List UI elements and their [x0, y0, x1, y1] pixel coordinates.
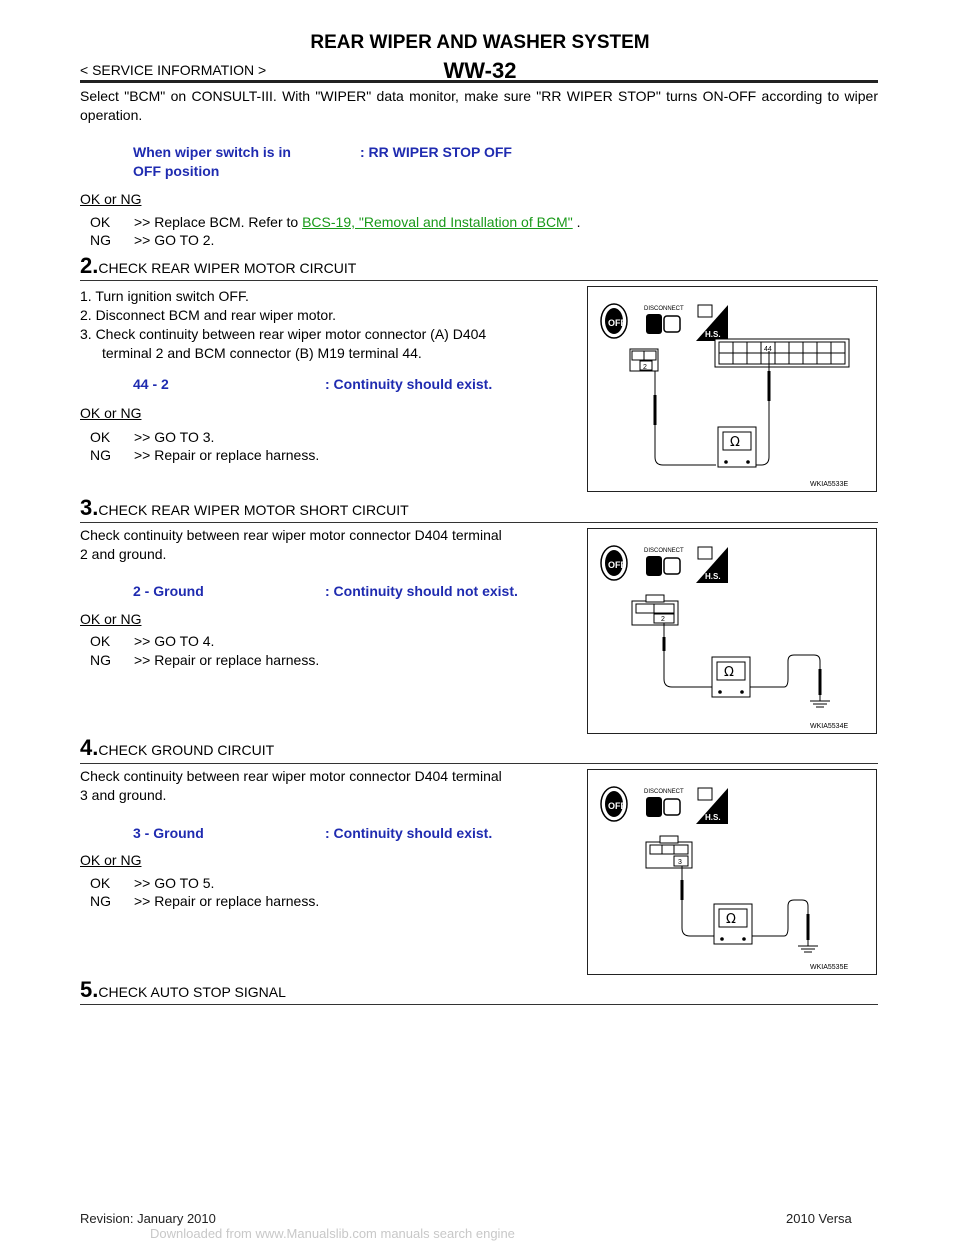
step2-ok-ng: OK or NG: [80, 405, 142, 421]
step4-ok-option: OK>> GO TO 5.: [90, 875, 215, 891]
section-breadcrumb: < SERVICE INFORMATION >: [80, 62, 267, 78]
step3-spec-value: : Continuity should not exist.: [325, 583, 518, 599]
step1-ok-option: OK>> Replace BCM. Refer to BCS-19, "Remo…: [90, 214, 581, 230]
ground-icon: [798, 945, 818, 953]
disconnect-label: DISCONNECT: [644, 306, 684, 312]
revision-date: Revision: January 2010: [80, 1211, 216, 1226]
probe-wires: [680, 866, 810, 946]
step2-heading: 2.CHECK REAR WIPER MOTOR CIRCUIT: [80, 253, 357, 278]
probe-wires: [662, 623, 822, 701]
ohmmeter-icon: Ω: [717, 426, 757, 468]
svg-text:2: 2: [661, 616, 665, 623]
harness-service-icon: H.S.: [696, 787, 728, 824]
svg-text:44: 44: [764, 346, 772, 353]
svg-text:2: 2: [643, 364, 647, 371]
wiring-figure-3: OFF DISCONNECT H.S. 3: [587, 769, 877, 975]
svg-text:OFF: OFF: [608, 318, 626, 328]
wiring-figure-1: OFF DISCONNECT H.S. A B 2: [587, 286, 877, 492]
step5-heading: 5.CHECK AUTO STOP SIGNAL: [80, 977, 286, 1002]
svg-text:OFF: OFF: [608, 801, 626, 811]
ignition-off-icon: OFF: [600, 545, 628, 581]
svg-text:Ω: Ω: [726, 912, 736, 927]
intro-spec-value: : RR WIPER STOP OFF: [360, 144, 512, 160]
step2-spec-value: : Continuity should exist.: [325, 376, 493, 392]
page-title: REAR WIPER AND WASHER SYSTEM: [310, 32, 650, 53]
step4-spec-label: 3 - Ground: [133, 825, 204, 841]
step4-heading: 4.CHECK GROUND CIRCUIT: [80, 735, 275, 760]
step3-text: Check continuity between rear wiper moto…: [80, 527, 502, 562]
page-number: WW-32: [443, 58, 517, 83]
model-year: 2010 Versa: [786, 1211, 852, 1226]
svg-text:Ω: Ω: [724, 665, 734, 680]
watermark: Downloaded from www.Manualslib.com manua…: [150, 1226, 515, 1241]
ohmmeter-icon: Ω: [713, 903, 753, 945]
svg-text:OFF: OFF: [608, 560, 626, 570]
step3-ok-ng: OK or NG: [80, 611, 142, 627]
connector: 3: [645, 835, 693, 869]
step3-ng-option: NG>> Repair or replace harness.: [90, 652, 320, 668]
step2-list: 1. Turn ignition switch OFF. 2. Disconne…: [80, 288, 487, 361]
step2-rule: [80, 280, 878, 281]
connector: 2: [631, 594, 679, 626]
step2-spec-label: 44 - 2: [133, 376, 169, 392]
harness-service-icon: H.S.: [696, 546, 728, 583]
ground-icon: [810, 700, 830, 708]
step3-rule: [80, 522, 878, 523]
disconnect-icon: [646, 314, 681, 334]
connector-a: 2: [629, 348, 659, 372]
step3-spec-label: 2 - Ground: [133, 583, 204, 599]
ignition-off-icon: OFF: [600, 303, 628, 339]
ohmmeter-icon: Ω: [711, 656, 751, 698]
connector-b: 44: [714, 338, 850, 368]
header-rule: [80, 80, 878, 83]
step3-heading: 3.CHECK REAR WIPER MOTOR SHORT CIRCUIT: [80, 495, 409, 520]
svg-text:Ω: Ω: [730, 435, 740, 450]
step4-rule: [80, 763, 878, 764]
disconnect-icon: [646, 556, 681, 576]
disconnect-label: DISCONNECT: [644, 548, 684, 554]
step4-spec-value: : Continuity should exist.: [325, 825, 493, 841]
wiring-figure-2: OFF DISCONNECT H.S. 2: [587, 528, 877, 734]
disconnect-icon: [646, 797, 681, 817]
figure-code: WKIA5534E: [810, 723, 848, 730]
figure-code: WKIA5533E: [810, 481, 848, 488]
step4-ng-option: NG>> Repair or replace harness.: [90, 893, 320, 909]
intro-text: Select "BCM" on CONSULT-III. With "WIPER…: [80, 88, 878, 123]
harness-service-icon: H.S.: [696, 304, 728, 341]
svg-text:H.S.: H.S.: [705, 330, 721, 339]
svg-text:H.S.: H.S.: [705, 813, 721, 822]
disconnect-label: DISCONNECT: [644, 789, 684, 795]
step1-ok-ng: OK or NG: [80, 191, 142, 207]
step5-rule: [80, 1004, 878, 1005]
intro-spec-label: When wiper switch is in OFF position: [133, 144, 291, 179]
svg-text:H.S.: H.S.: [705, 572, 721, 581]
bcm-removal-link[interactable]: BCS-19, "Removal and Installation of BCM…: [302, 214, 573, 230]
figure-code: WKIA5535E: [810, 964, 848, 971]
step4-text: Check continuity between rear wiper moto…: [80, 768, 502, 803]
step3-ok-option: OK>> GO TO 4.: [90, 633, 215, 649]
step1-ng-option: NG>> GO TO 2.: [90, 232, 215, 248]
probe-wires: [653, 351, 771, 466]
svg-text:3: 3: [678, 859, 682, 866]
step4-ok-ng: OK or NG: [80, 852, 142, 868]
step2-ng-option: NG>> Repair or replace harness.: [90, 447, 320, 463]
step2-ok-option: OK>> GO TO 3.: [90, 429, 215, 445]
ignition-off-icon: OFF: [600, 786, 628, 822]
